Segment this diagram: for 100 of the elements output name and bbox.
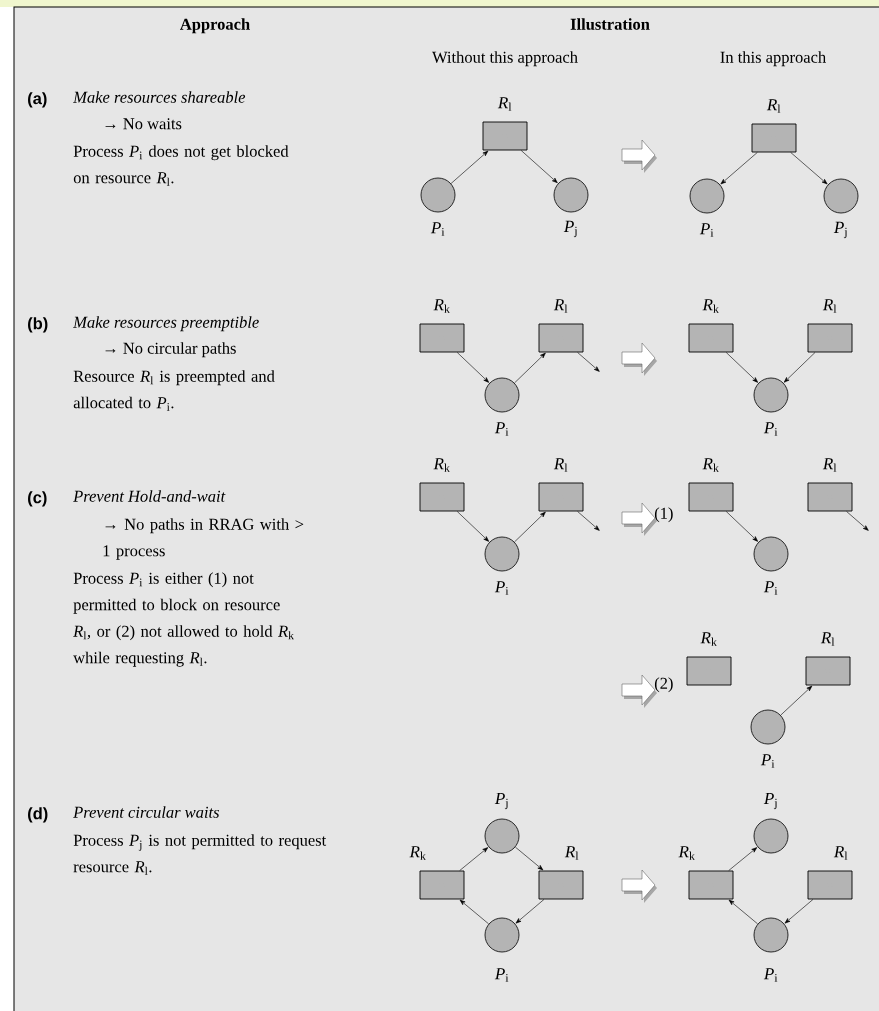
node-label: R$_{l}$	[833, 846, 848, 860]
resource-box	[688, 323, 734, 353]
arrow	[514, 511, 546, 543]
process-circle	[484, 917, 520, 953]
resource-box	[807, 870, 853, 900]
description-text: Process P$_{i}$ is either (1) not permitted to block on resource R$_{l}$, or (2) not allowed to hold R$_{k}$ while requesting R$_{l}$.	[73, 572, 294, 667]
resource-box	[538, 870, 584, 900]
arrow	[725, 352, 759, 383]
process-circle	[420, 177, 456, 213]
arrow	[790, 152, 828, 185]
node-label: R$_{l}$	[553, 299, 568, 313]
arrow	[514, 352, 546, 384]
process-circle	[753, 917, 789, 953]
node-label: R$_{k}$	[433, 299, 450, 313]
arrow	[515, 846, 544, 871]
arrow	[725, 511, 759, 542]
node-label: P$_{i}$	[494, 968, 509, 982]
process-circle	[823, 178, 859, 214]
node-label: R$_{k}$	[678, 846, 695, 860]
node-label: P$_{j}$	[763, 792, 777, 810]
resource-box	[807, 323, 853, 353]
resource-box	[807, 482, 853, 512]
node-label: R$_{l}$	[822, 299, 837, 313]
approach-title: Prevent Hold-and-wait	[73, 490, 226, 502]
column-heading: Approach	[180, 18, 250, 34]
process-circle	[750, 709, 786, 745]
arrow	[783, 352, 816, 383]
node-label: R$_{k}$	[702, 299, 719, 313]
arrow	[577, 352, 600, 372]
arrow	[720, 152, 758, 185]
process-circle	[689, 178, 725, 214]
row-letter: (b)	[28, 317, 48, 333]
description-text: Process P$_{j}$ is not permitted to request resource R$_{l}$.	[73, 834, 327, 875]
process-circle	[484, 536, 520, 572]
approach-title: Make resources shareable	[73, 91, 246, 103]
node-label: P$_{i}$	[494, 581, 509, 595]
approach-title: Make resources preemptible	[73, 316, 259, 332]
node-label: R$_{l}$	[820, 632, 835, 646]
node-label: P$_{j}$	[833, 221, 847, 239]
process-circle	[753, 377, 789, 413]
row-letter: (c)	[28, 491, 47, 507]
arrow	[515, 899, 545, 924]
arrow	[728, 899, 758, 925]
node-label: P$_{j}$	[494, 792, 508, 810]
node-label: R$_{l}$	[564, 846, 579, 860]
resource-box	[686, 656, 732, 686]
resource-box	[419, 482, 465, 512]
description-text: Without this approach	[432, 51, 578, 67]
description-text: Process P$_{i}$ does not get blocked on resource R$_{l}$.	[73, 145, 289, 186]
arrow	[780, 685, 813, 716]
row-letter: (a)	[28, 92, 47, 108]
resource-box	[688, 482, 734, 512]
resource-box	[482, 121, 528, 151]
node-label: R$_{l}$	[766, 99, 781, 113]
description-text: (2)	[654, 677, 673, 693]
description-text: In this approach	[720, 51, 826, 67]
node-label: P$_{i}$	[763, 968, 778, 982]
arrow	[456, 352, 490, 383]
process-circle	[753, 536, 789, 572]
arrow	[459, 899, 489, 925]
arrow	[520, 150, 558, 184]
description-text: (1)	[654, 507, 673, 523]
node-label: P$_{i}$	[760, 754, 775, 768]
arrow	[577, 511, 600, 531]
node-label: P$_{j}$	[563, 220, 577, 238]
node-label: R$_{k}$	[433, 458, 450, 472]
node-label: R$_{k}$	[409, 846, 426, 860]
resource-box	[419, 870, 465, 900]
arrow	[846, 511, 869, 531]
node-label: R$_{l}$	[553, 458, 568, 472]
column-heading: Illustration	[570, 18, 650, 30]
resource-box	[419, 323, 465, 353]
node-label: P$_{i}$	[763, 581, 778, 595]
process-circle	[484, 818, 520, 854]
arrow	[728, 847, 758, 871]
description-text: → No circular paths	[105, 342, 236, 358]
process-circle	[553, 177, 589, 213]
approach-title: Prevent circular waits	[73, 806, 220, 818]
row-letter: (d)	[28, 807, 48, 823]
arrow	[459, 847, 489, 871]
resource-box	[688, 870, 734, 900]
node-label: P$_{i}$	[494, 422, 509, 436]
arrow	[450, 150, 489, 184]
node-label: R$_{k}$	[700, 632, 717, 646]
resource-box	[538, 323, 584, 353]
node-label: R$_{l}$	[822, 458, 837, 472]
resource-box	[805, 656, 851, 686]
resource-box	[751, 123, 797, 153]
node-label: P$_{i}$	[699, 223, 714, 237]
process-circle	[484, 377, 520, 413]
description-text: → No waits	[105, 118, 182, 130]
process-circle	[753, 818, 789, 854]
node-label: R$_{l}$	[497, 97, 512, 111]
arrow	[456, 511, 490, 542]
resource-box	[538, 482, 584, 512]
node-label: R$_{k}$	[702, 458, 719, 472]
node-label: P$_{i}$	[430, 222, 445, 236]
description-text: Resource R$_{l}$ is preempted and allocated to P$_{i}$.	[73, 370, 275, 411]
arrow	[784, 899, 814, 924]
node-label: P$_{i}$	[763, 422, 778, 436]
